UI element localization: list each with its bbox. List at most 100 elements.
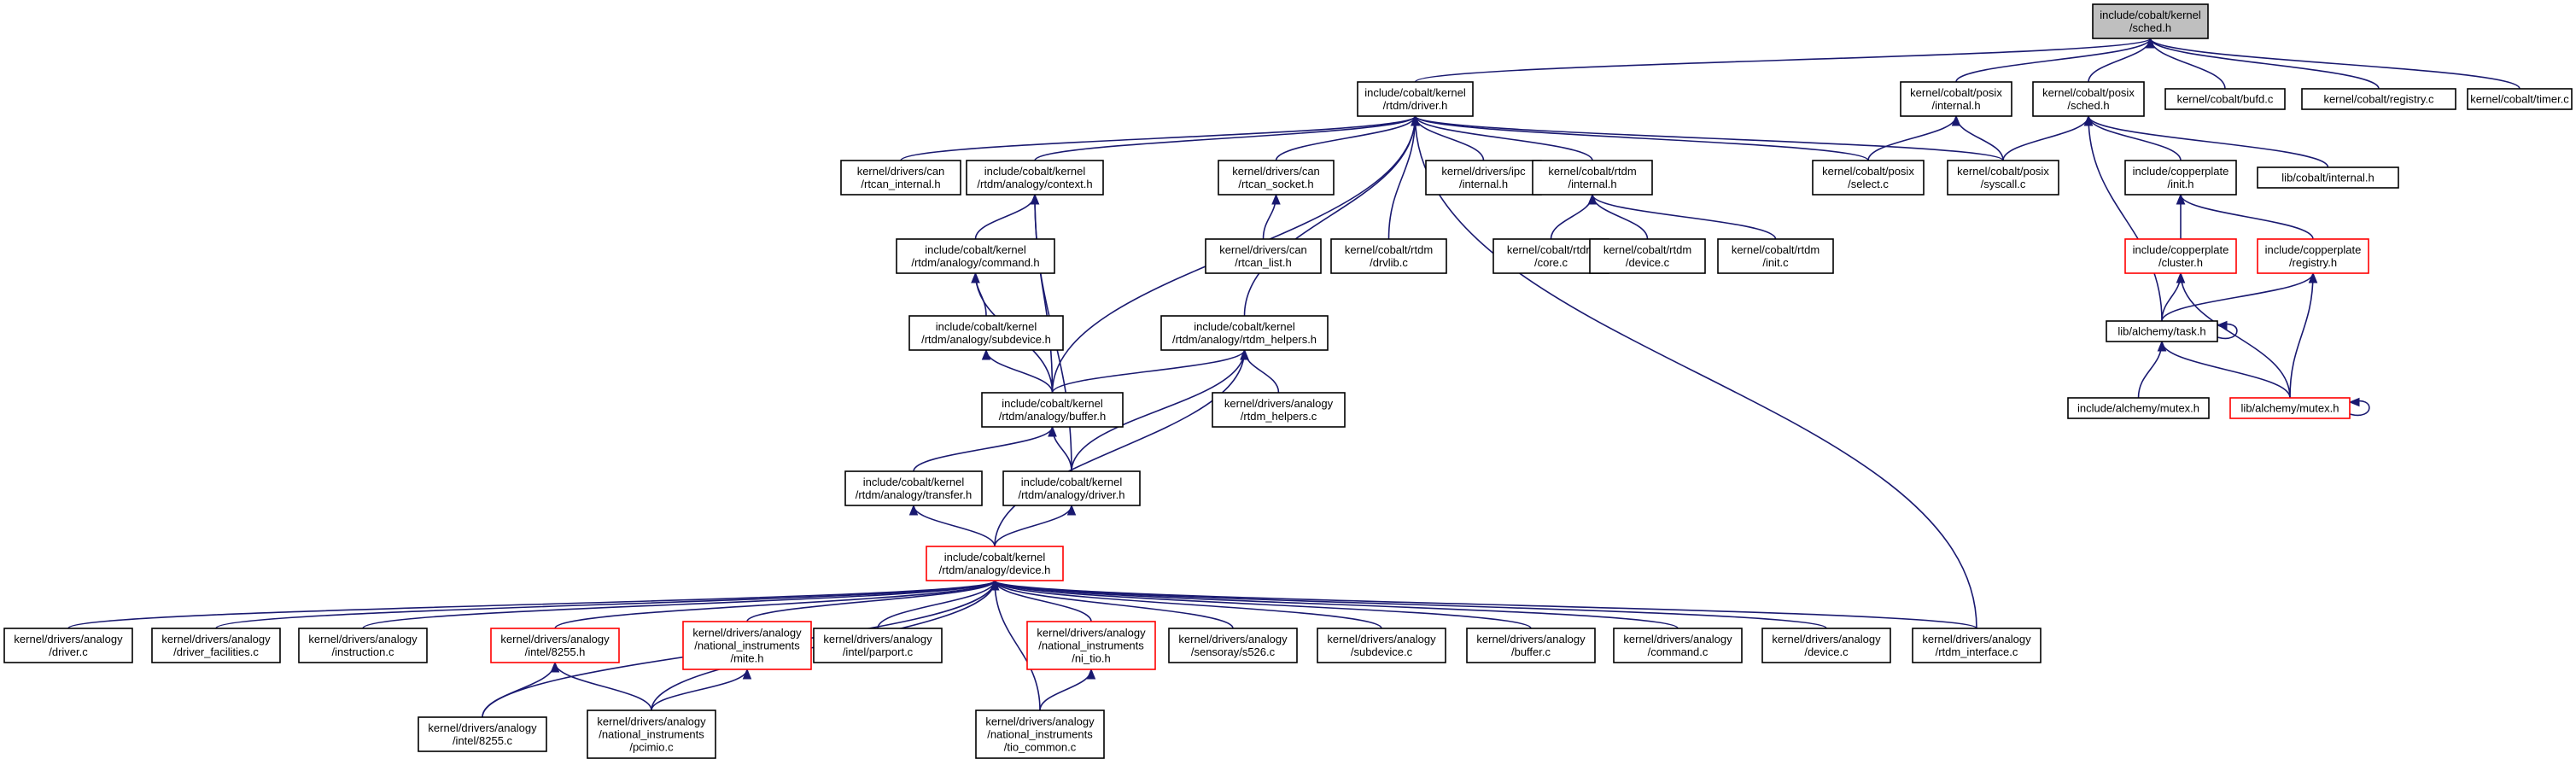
node-box[interactable] (2257, 166, 2399, 189)
node-can-rtcan-socket-h[interactable]: kernel/drivers/can/rtcan_socket.h (1218, 160, 1335, 196)
node-box[interactable] (2467, 88, 2573, 110)
node-analogy-subdevice-h[interactable]: include/cobalt/kernel/rtdm/analogy/subde… (908, 315, 1064, 351)
node-drv-ni-tio-h[interactable]: kernel/drivers/analogy/national_instrume… (1026, 621, 1156, 670)
node-rtdm-init-c[interactable]: kernel/cobalt/rtdm/init.c (1717, 238, 1834, 274)
node-box[interactable] (587, 710, 716, 759)
node-sched-h[interactable]: include/cobalt/kernel/sched.h (2092, 3, 2209, 39)
node-timer-c[interactable]: kernel/cobalt/timer.c (2467, 88, 2573, 110)
node-drv-subdevice-c[interactable]: kernel/drivers/analogy/subdevice.c (1317, 628, 1446, 663)
node-can-rtcan-list-h[interactable]: kernel/drivers/can/rtcan_list.h (1205, 238, 1322, 274)
node-analogy-driver-h[interactable]: include/cobalt/kernel/rtdm/analogy/drive… (1002, 470, 1141, 506)
node-box[interactable] (926, 546, 1064, 581)
node-rtdm-device-c[interactable]: kernel/cobalt/rtdm/device.c (1589, 238, 1706, 274)
node-box[interactable] (151, 628, 281, 663)
node-box[interactable] (1947, 160, 2059, 196)
node-box[interactable] (840, 160, 961, 196)
node-drv-device-c[interactable]: kernel/drivers/analogy/device.c (1761, 628, 1891, 663)
node-drv-ni-mite-h[interactable]: kernel/drivers/analogy/national_instrume… (682, 621, 812, 670)
node-analogy-rtdm-helpers-h[interactable]: include/cobalt/kernel/rtdm/analogy/rtdm_… (1160, 315, 1329, 351)
node-box[interactable] (1589, 238, 1706, 274)
node-box[interactable] (2257, 238, 2369, 274)
node-rtdm-driver-h[interactable]: include/cobalt/kernel/rtdm/driver.h (1357, 81, 1474, 117)
node-box[interactable] (1205, 238, 1322, 274)
node-box[interactable] (682, 621, 812, 670)
node-analogy-device-h[interactable]: include/cobalt/kernel/rtdm/analogy/devic… (926, 546, 1064, 581)
node-box[interactable] (1912, 628, 2042, 663)
node-bufd-c[interactable]: kernel/cobalt/bufd.c (2164, 88, 2286, 110)
node-box[interactable] (418, 716, 547, 752)
node-box[interactable] (981, 392, 1124, 428)
node-posix-syscall-c[interactable]: kernel/cobalt/posix/syscall.c (1947, 160, 2059, 196)
node-box[interactable] (1425, 160, 1542, 196)
node-box[interactable] (1466, 628, 1596, 663)
node-box[interactable] (2124, 238, 2237, 274)
node-drv-buffer-c[interactable]: kernel/drivers/analogy/buffer.c (1466, 628, 1596, 663)
node-alchemy-task-h[interactable]: lib/alchemy/task.h (2106, 320, 2218, 342)
node-copperplate-cluster-h[interactable]: include/copperplate/cluster.h (2124, 238, 2237, 274)
node-drv-intel-parport-c[interactable]: kernel/drivers/analogy/intel/parport.c (813, 628, 943, 663)
node-box[interactable] (844, 470, 983, 506)
node-include-alchemy-mutex-h[interactable]: include/alchemy/mutex.h (2067, 397, 2210, 419)
node-box[interactable] (1532, 160, 1653, 196)
node-box[interactable] (1218, 160, 1335, 196)
node-box[interactable] (2301, 88, 2456, 110)
node-box[interactable] (1168, 628, 1298, 663)
node-box[interactable] (1160, 315, 1329, 351)
node-box[interactable] (1812, 160, 1925, 196)
node-box[interactable] (966, 160, 1104, 196)
node-analogy-transfer-h[interactable]: include/cobalt/kernel/rtdm/analogy/trans… (844, 470, 983, 506)
node-box[interactable] (1002, 470, 1141, 506)
node-label: /national_instruments (987, 728, 1093, 741)
node-box[interactable] (2229, 397, 2351, 419)
node-drv-ni-tio-common-c[interactable]: kernel/drivers/analogy/national_instrume… (975, 710, 1105, 759)
node-box[interactable] (1212, 392, 1346, 428)
node-box[interactable] (2124, 160, 2237, 196)
node-drv-intel-8255-c[interactable]: kernel/drivers/analogy/intel/8255.c (418, 716, 547, 752)
node-drv-rtdm-helpers-c[interactable]: kernel/drivers/analogy/rtdm_helpers.c (1212, 392, 1346, 428)
node-rtdm-internal-h[interactable]: kernel/cobalt/rtdm/internal.h (1532, 160, 1653, 196)
node-ipc-internal-h[interactable]: kernel/drivers/ipc/internal.h (1425, 160, 1542, 196)
node-box[interactable] (896, 238, 1055, 274)
node-box[interactable] (1761, 628, 1891, 663)
node-lib-alchemy-mutex-h[interactable]: lib/alchemy/mutex.h (2229, 397, 2351, 419)
node-analogy-command-h[interactable]: include/cobalt/kernel/rtdm/analogy/comma… (896, 238, 1055, 274)
node-can-rtcan-internal-h[interactable]: kernel/drivers/can/rtcan_internal.h (840, 160, 961, 196)
node-drv-driver-facilities-c[interactable]: kernel/drivers/analogy/driver_facilities… (151, 628, 281, 663)
node-box[interactable] (813, 628, 943, 663)
node-drv-command-c[interactable]: kernel/drivers/analogy/command.c (1613, 628, 1743, 663)
node-posix-sched-h[interactable]: kernel/cobalt/posix/sched.h (2032, 81, 2145, 117)
node-drv-sensoray-s526-c[interactable]: kernel/drivers/analogy/sensoray/s526.c (1168, 628, 1298, 663)
node-analogy-buffer-h[interactable]: include/cobalt/kernel/rtdm/analogy/buffe… (981, 392, 1124, 428)
node-box[interactable] (1357, 81, 1474, 117)
node-box[interactable] (490, 628, 620, 663)
node-box[interactable] (3, 628, 133, 663)
node-box[interactable] (2067, 397, 2210, 419)
node-analogy-context-h[interactable]: include/cobalt/kernel/rtdm/analogy/conte… (966, 160, 1104, 196)
node-box[interactable] (1900, 81, 2012, 117)
node-copperplate-registry-h[interactable]: include/copperplate/registry.h (2257, 238, 2369, 274)
node-drv-driver-c[interactable]: kernel/drivers/analogy/driver.c (3, 628, 133, 663)
node-box[interactable] (1026, 621, 1156, 670)
node-drv-rtdm-interface-c[interactable]: kernel/drivers/analogy/rtdm_interface.c (1912, 628, 2042, 663)
node-posix-select-c[interactable]: kernel/cobalt/posix/select.c (1812, 160, 1925, 196)
node-box[interactable] (1330, 238, 1447, 274)
node-box[interactable] (2164, 88, 2286, 110)
node-box[interactable] (2032, 81, 2145, 117)
node-label: lib/alchemy/mutex.h (2241, 402, 2339, 415)
node-posix-internal-h[interactable]: kernel/cobalt/posix/internal.h (1900, 81, 2012, 117)
node-drv-intel-8255-h[interactable]: kernel/drivers/analogy/intel/8255.h (490, 628, 620, 663)
node-drv-instruction-c[interactable]: kernel/drivers/analogy/instruction.c (298, 628, 428, 663)
node-box[interactable] (1317, 628, 1446, 663)
node-drv-ni-pcimio-c[interactable]: kernel/drivers/analogy/national_instrume… (587, 710, 716, 759)
node-box[interactable] (1613, 628, 1743, 663)
node-rtdm-drvlib-c[interactable]: kernel/cobalt/rtdm/drvlib.c (1330, 238, 1447, 274)
node-box[interactable] (1717, 238, 1834, 274)
node-box[interactable] (2092, 3, 2209, 39)
node-box[interactable] (908, 315, 1064, 351)
node-lib-cobalt-internal-h[interactable]: lib/cobalt/internal.h (2257, 166, 2399, 189)
node-box[interactable] (975, 710, 1105, 759)
node-box[interactable] (298, 628, 428, 663)
node-copperplate-init-h[interactable]: include/copperplate/init.h (2124, 160, 2237, 196)
node-registry-c[interactable]: kernel/cobalt/registry.c (2301, 88, 2456, 110)
node-box[interactable] (2106, 320, 2218, 342)
